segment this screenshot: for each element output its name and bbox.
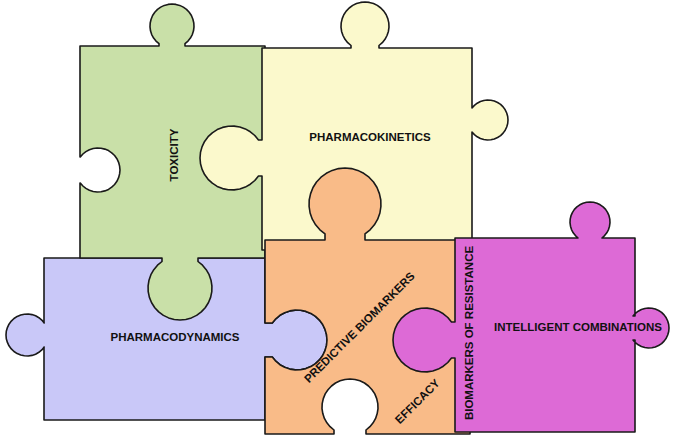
piece-label: PHARMACOKINETICS	[309, 131, 430, 145]
piece-label: INTELLIGENT COMBINATIONS	[494, 321, 662, 335]
puzzle-piece: PREDICTIVE BIOMARKERSEFFICACY	[263, 166, 472, 436]
piece-label: PHARMACODYNAMICS	[110, 331, 239, 345]
piece-label: TOXICITY	[168, 129, 182, 182]
piece-shape	[393, 202, 669, 432]
piece-outline	[263, 166, 472, 436]
piece-shape	[265, 168, 470, 434]
puzzle-piece: BIOMARKERS OF RESISTANCE INTELLIGENT COMB…	[391, 200, 671, 434]
piece-label: BIOMARKERS OF RESISTANCE	[463, 246, 477, 420]
piece-outline	[391, 200, 671, 434]
